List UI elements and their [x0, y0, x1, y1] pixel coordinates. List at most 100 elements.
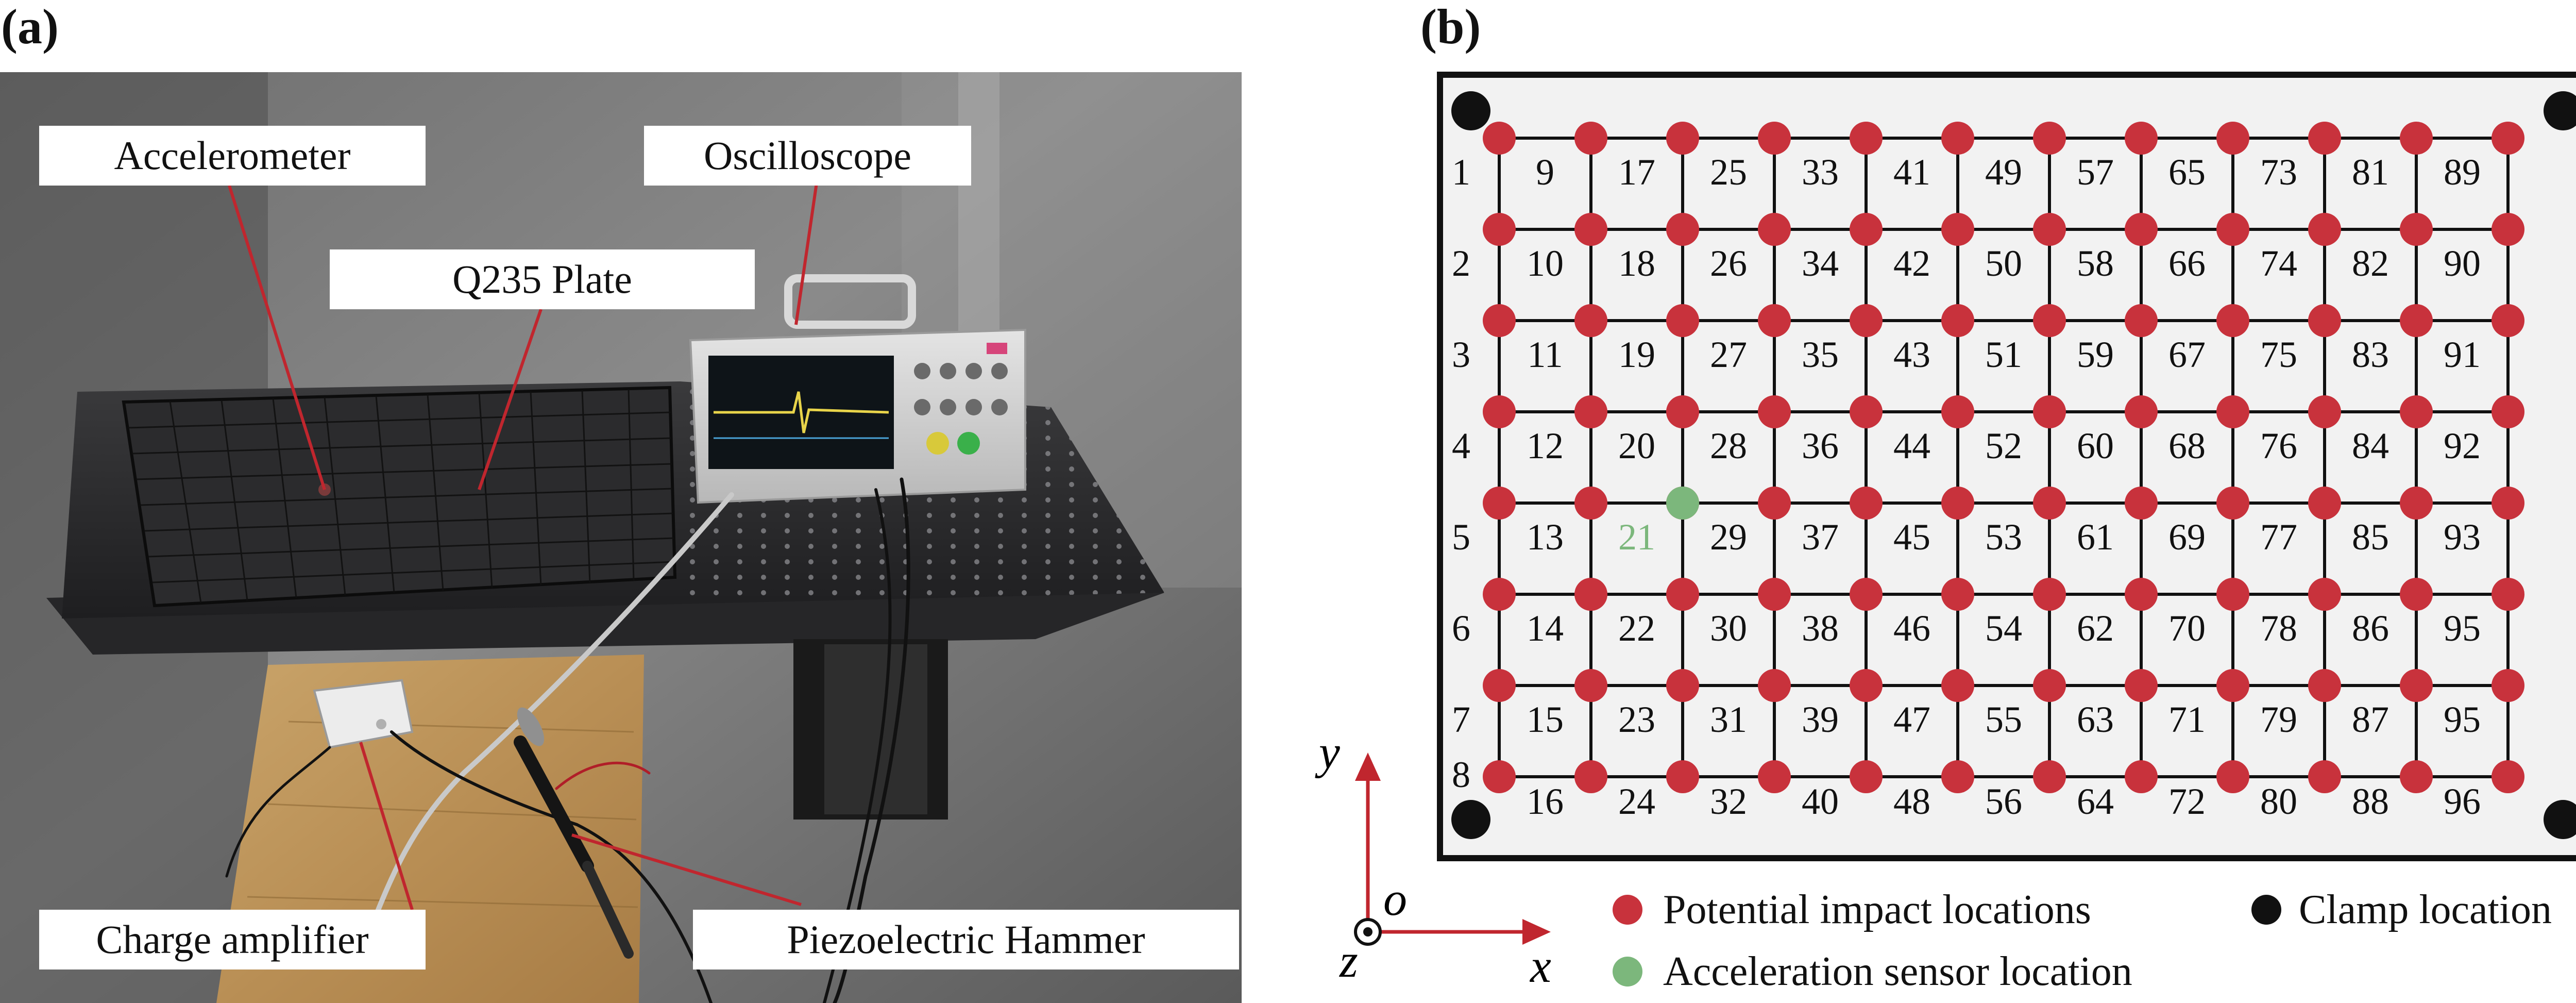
legend-sensor: Acceleration sensor location — [1613, 951, 2132, 992]
impact-marker — [1850, 487, 1883, 520]
grid-number-label: 83 — [2352, 334, 2389, 375]
clamp-marker — [1451, 91, 1490, 130]
impact-marker — [2216, 760, 2249, 793]
grid-number-label: 77 — [2260, 516, 2297, 558]
grid-number-label: 22 — [1618, 608, 1655, 649]
grid-number-label: 9 — [1536, 152, 1554, 193]
impact-marker — [2400, 122, 2433, 155]
impact-marker — [1850, 122, 1883, 155]
impact-marker — [1850, 669, 1883, 702]
impact-marker — [2033, 669, 2066, 702]
impact-marker — [2308, 395, 2341, 428]
impact-marker — [1666, 304, 1699, 337]
plate-outline — [1437, 72, 2576, 861]
impact-marker — [1758, 578, 1791, 611]
grid-number-label: 95 — [2444, 608, 2481, 649]
impact-marker — [1850, 760, 1883, 793]
grid-number-label: 73 — [2260, 152, 2297, 193]
grid-number-label: 92 — [2444, 425, 2481, 466]
row-label: 6 — [1452, 608, 1470, 649]
impact-marker — [2216, 122, 2249, 155]
impact-marker — [2400, 578, 2433, 611]
impact-marker — [2033, 122, 2066, 155]
x-axis-arrow — [1522, 919, 1551, 945]
clamp-layer — [1451, 91, 2576, 839]
grid-number-label: 43 — [1893, 334, 1930, 375]
grid-number-label: 29 — [1710, 516, 1747, 558]
grid-number-label: 27 — [1710, 334, 1747, 375]
legend-sensor-label: Acceleration sensor location — [1663, 949, 2132, 994]
clamp-marker — [1451, 800, 1490, 839]
clamp-marker — [2544, 91, 2576, 130]
grid-number-label: 81 — [2352, 152, 2389, 193]
grid-number-label: 69 — [2168, 516, 2206, 558]
impact-marker — [2125, 122, 2158, 155]
impact-marker — [2400, 304, 2433, 337]
grid-number-label: 33 — [1802, 152, 1839, 193]
grid-number-label: 23 — [1618, 699, 1655, 740]
coordinate-axes: y x z o — [1315, 726, 1551, 992]
impact-marker — [1758, 395, 1791, 428]
impact-marker — [1666, 395, 1699, 428]
x-axis-label: x — [1529, 940, 1551, 992]
impact-marker — [2400, 760, 2433, 793]
legend-clamp: Clamp location — [2251, 889, 2552, 930]
impact-marker — [2033, 578, 2066, 611]
legend-impact-label: Potential impact locations — [1663, 887, 2091, 932]
impact-marker — [2033, 487, 2066, 520]
impact-marker — [1574, 578, 1607, 611]
impact-marker — [1941, 213, 1974, 246]
impact-marker — [2216, 213, 2249, 246]
z-axis-label: z — [1338, 934, 1358, 987]
impact-marker — [2216, 395, 2249, 428]
grid-number-label: 44 — [1893, 425, 1930, 466]
grid-number-label: 61 — [2077, 516, 2114, 558]
impact-marker — [1666, 122, 1699, 155]
impact-marker — [1941, 487, 1974, 520]
grid-number-label: 76 — [2260, 425, 2297, 466]
row-label: 5 — [1452, 516, 1470, 558]
grid-number-label: 90 — [2444, 243, 2481, 284]
grid-number-label: 48 — [1893, 781, 1930, 822]
grid-number-label: 85 — [2352, 516, 2389, 558]
impact-marker — [2125, 304, 2158, 337]
impact-marker — [2400, 669, 2433, 702]
impact-marker — [1758, 304, 1791, 337]
callout-q235-plate: Q235 Plate — [330, 249, 755, 309]
grid-number-label: 39 — [1802, 699, 1839, 740]
impact-marker — [2125, 395, 2158, 428]
impact-marker — [1758, 213, 1791, 246]
grid-number-label: 56 — [1985, 781, 2022, 822]
legend-clamp-marker — [2251, 895, 2281, 925]
row-label: 8 — [1452, 754, 1470, 795]
impact-marker — [2216, 304, 2249, 337]
impact-marker — [2308, 213, 2341, 246]
grid-number-label: 30 — [1710, 608, 1747, 649]
panel-b-label: (b) — [1420, 0, 1481, 54]
grid-number-label: 70 — [2168, 608, 2206, 649]
legend-impact-marker — [1613, 895, 1642, 925]
impact-marker — [2492, 395, 2524, 428]
impact-marker — [1758, 487, 1791, 520]
impact-marker — [1574, 395, 1607, 428]
impact-marker — [1574, 304, 1607, 337]
impact-marker — [2492, 304, 2524, 337]
grid-number-label: 10 — [1527, 243, 1564, 284]
impact-marker — [1483, 487, 1516, 520]
impact-layer — [1483, 122, 2524, 793]
impact-marker — [1941, 760, 1974, 793]
grid-number-label: 26 — [1710, 243, 1747, 284]
grid-number-label: 15 — [1527, 699, 1564, 740]
impact-marker — [1666, 669, 1699, 702]
impact-marker — [1758, 122, 1791, 155]
grid-number-label: 12 — [1527, 425, 1564, 466]
impact-marker — [2216, 487, 2249, 520]
sensor-marker — [1666, 487, 1699, 520]
grid-number-label: 74 — [2260, 243, 2297, 284]
row-label: 7 — [1452, 699, 1470, 740]
legend-sensor-marker — [1613, 957, 1642, 987]
grid-number-label: 40 — [1802, 781, 1839, 822]
grid-number-label: 86 — [2352, 608, 2389, 649]
grid-number-label: 62 — [2077, 608, 2114, 649]
